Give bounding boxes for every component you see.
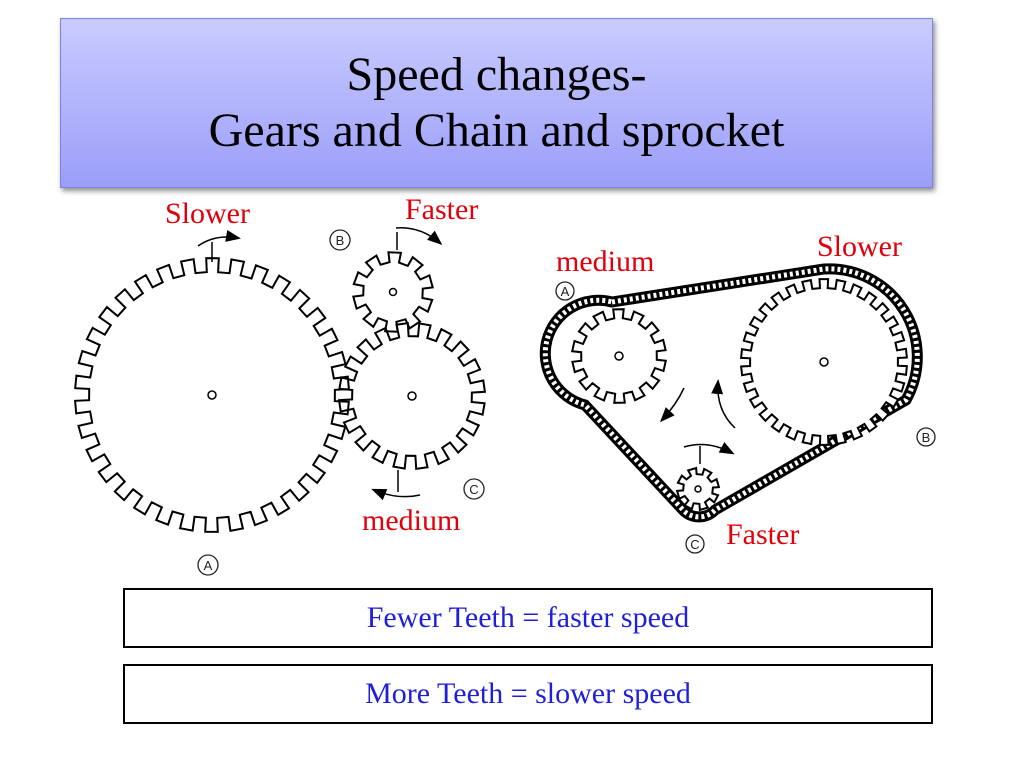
small-gear-b bbox=[352, 251, 434, 333]
chain bbox=[539, 263, 923, 523]
marker-a-right: A bbox=[555, 281, 575, 301]
rule-more-teeth: More Teeth = slower speed bbox=[123, 664, 933, 724]
label-slower-gear-a: Slower bbox=[165, 197, 250, 230]
rotation-arrow-c bbox=[371, 470, 421, 501]
label-slower-sprocket-b: Slower bbox=[817, 230, 902, 263]
sprocket-a bbox=[570, 308, 668, 404]
label-faster-gear-b: Faster bbox=[405, 193, 479, 226]
svg-text:C: C bbox=[469, 482, 478, 497]
svg-text:B: B bbox=[336, 233, 345, 248]
label-faster-sprocket-c: Faster bbox=[726, 518, 800, 551]
title-box: Speed changes- Gears and Chain and sproc… bbox=[60, 18, 933, 188]
label-medium-sprocket-a: medium bbox=[556, 245, 655, 278]
svg-text:A: A bbox=[204, 558, 213, 573]
marker-c-right: C bbox=[685, 534, 705, 554]
rule-fewer-teeth: Fewer Teeth = faster speed bbox=[123, 588, 933, 648]
rotation-arrow-a bbox=[197, 230, 241, 262]
marker-c-left: C bbox=[463, 478, 485, 500]
rotation-arrow-sprocket-c bbox=[683, 442, 735, 464]
sprocket-b bbox=[739, 278, 909, 446]
marker-b-right: B bbox=[916, 427, 936, 447]
rotation-arrow-sprocket-b bbox=[711, 379, 736, 429]
svg-text:C: C bbox=[690, 537, 699, 552]
marker-b-left: B bbox=[329, 229, 351, 251]
title-line-2: Gears and Chain and sprocket bbox=[208, 104, 785, 157]
label-medium-gear-c: medium bbox=[362, 504, 461, 537]
marker-a-left: A bbox=[197, 554, 219, 576]
rotation-arrow-b bbox=[395, 227, 443, 250]
large-gear-a bbox=[74, 257, 350, 533]
chain-sprocket-set: A B C bbox=[539, 263, 936, 554]
sprocket-c bbox=[675, 466, 721, 512]
svg-text:A: A bbox=[561, 284, 570, 299]
left-gear-set: B C A bbox=[74, 227, 487, 576]
svg-text:B: B bbox=[922, 430, 931, 445]
rotation-arrow-sprocket-a bbox=[659, 387, 685, 423]
title-line-1: Speed changes- bbox=[346, 48, 647, 101]
medium-gear-c bbox=[337, 321, 487, 471]
